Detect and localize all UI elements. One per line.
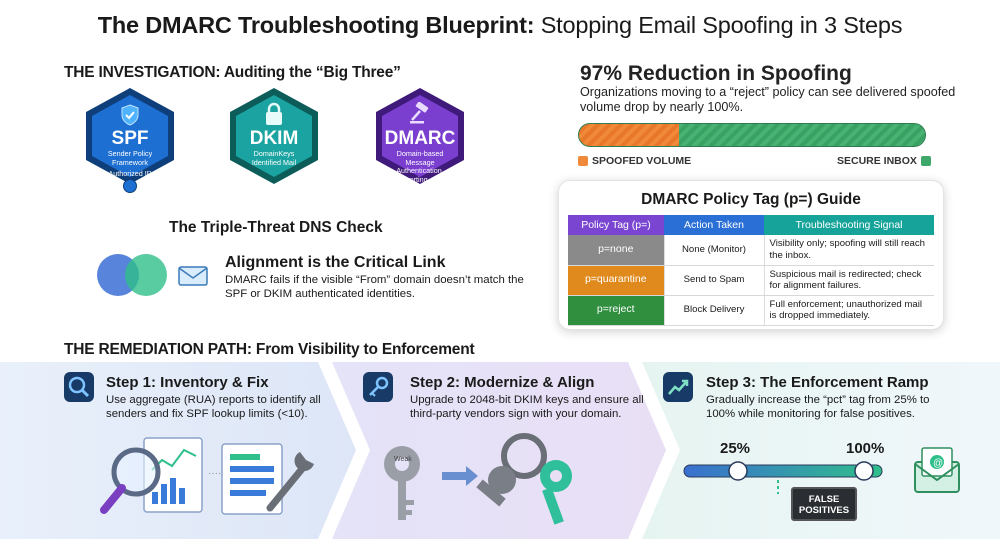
header-action: Action Taken: [664, 215, 764, 235]
policy-tag-cell: p=none: [568, 235, 664, 266]
secure-swatch: [920, 156, 931, 166]
stat-title: 97% Reduction in Spoofing: [580, 62, 852, 85]
alignment-title: Alignment is the Critical Link: [225, 254, 446, 271]
title-rest: Stopping Email Spoofing in 3 Steps: [540, 12, 903, 38]
investigation-heading: THE INVESTIGATION: Auditing the “Big Thr…: [64, 64, 401, 81]
ramp-start-label: 25%: [720, 440, 751, 457]
secure-mail-icon: @: [914, 447, 960, 493]
spoofed-swatch: [578, 156, 588, 166]
table-row: p=reject Block Delivery Full enforcement…: [568, 295, 934, 326]
remediation-heading: THE REMEDIATION PATH: From Visibility to…: [64, 341, 475, 358]
policy-table: Policy Tag (p=) Action Taken Troubleshoo…: [568, 215, 934, 326]
page-title: The DMARC Troubleshooting Blueprint: Sto…: [0, 12, 1000, 39]
secure-inbox-fill: [679, 124, 925, 146]
search-icon: [64, 372, 94, 402]
svg-text:····›: ····›: [208, 468, 225, 479]
legend-secure-label: SECURE INBOX: [837, 155, 917, 167]
keys-illustration: [384, 433, 572, 525]
signal-cell: Suspicious mail is redirected; check for…: [763, 265, 934, 296]
spf-title: SPF: [111, 128, 149, 149]
key-icon: [363, 372, 393, 402]
step-3-description: Gradually increase the “pct” tag from 25…: [706, 394, 930, 420]
chart-up-icon: [663, 372, 693, 402]
svg-text:@: @: [933, 458, 943, 469]
spf-subtitle: Sender Policy Framework: [107, 149, 153, 167]
ramp-end-label: 100%: [846, 440, 885, 457]
pct-ramp-slider: [683, 461, 883, 494]
triple-check-label: The Triple-Threat DNS Check: [169, 219, 383, 236]
check-icon: [123, 179, 137, 193]
legend-spoofed-label: SPOOFED VOLUME: [592, 155, 692, 167]
legend-spoofed: SPOOFED VOLUME: [578, 155, 691, 167]
policy-tag-cell: p=reject: [568, 295, 664, 326]
step-1-title: Step 1: Inventory & Fix: [106, 374, 269, 391]
policy-tag-cell: p=quarantine: [568, 265, 664, 296]
dmarc-subtitle: Domain-based Message Authentication, Rep…: [396, 149, 444, 193]
step-2-description: Upgrade to 2048-bit DKIM keys and ensure…: [410, 394, 644, 420]
dkim-badge: DKIM DomainKeys Identified Mail: [222, 84, 326, 188]
step-3-title: Step 3: The Enforcement Ramp: [706, 374, 929, 391]
alignment-description: DMARC fails if the visible “From” domain…: [225, 274, 524, 300]
step-1-description: Use aggregate (RUA) reports to identify …: [106, 394, 321, 420]
step-2-title: Step 2: Modernize & Align: [410, 374, 595, 391]
spf-footer: Authorized IP: [108, 169, 152, 178]
inventory-illustration: ····›: [100, 437, 314, 515]
spoofing-reduction-bar: [578, 123, 926, 147]
stat-description: Organizations moving to a “reject” polic…: [580, 85, 956, 114]
envelope-icon: [178, 266, 208, 286]
action-cell: Block Delivery: [663, 295, 764, 326]
false-positives-monitor: FALSE POSITIVES: [791, 487, 857, 521]
venn-diagram-icon: [97, 254, 167, 296]
table-row: p=none None (Monitor) Visibility only; s…: [568, 235, 934, 266]
dmarc-title: DMARC: [384, 128, 456, 149]
dkim-title: DKIM: [249, 128, 299, 149]
legend-secure: SECURE INBOX: [837, 155, 931, 167]
dmarc-badge: DMARC Domain-based Message Authenticatio…: [368, 84, 472, 192]
action-cell: Send to Spam: [663, 265, 764, 296]
signal-cell: Full enforcement; unauthorized mail is d…: [763, 295, 934, 326]
spf-badge: SPF Sender Policy Framework Authorized I…: [78, 84, 182, 193]
title-bold: The DMARC Troubleshooting Blueprint:: [97, 12, 535, 38]
policy-guide-card: DMARC Policy Tag (p=) Guide Policy Tag (…: [558, 180, 944, 330]
weak-key-label: Weak: [394, 456, 412, 463]
spoofed-volume-fill: [579, 124, 680, 146]
header-signal: Troubleshooting Signal: [764, 215, 934, 235]
signal-cell: Visibility only; spoofing will still rea…: [763, 235, 934, 266]
table-row: p=quarantine Send to Spam Suspicious mai…: [568, 265, 934, 296]
dkim-subtitle: DomainKeys Identified Mail: [251, 149, 297, 167]
policy-guide-title: DMARC Policy Tag (p=) Guide: [641, 191, 861, 208]
header-policy-tag: Policy Tag (p=): [568, 215, 664, 235]
action-cell: None (Monitor): [663, 235, 764, 266]
